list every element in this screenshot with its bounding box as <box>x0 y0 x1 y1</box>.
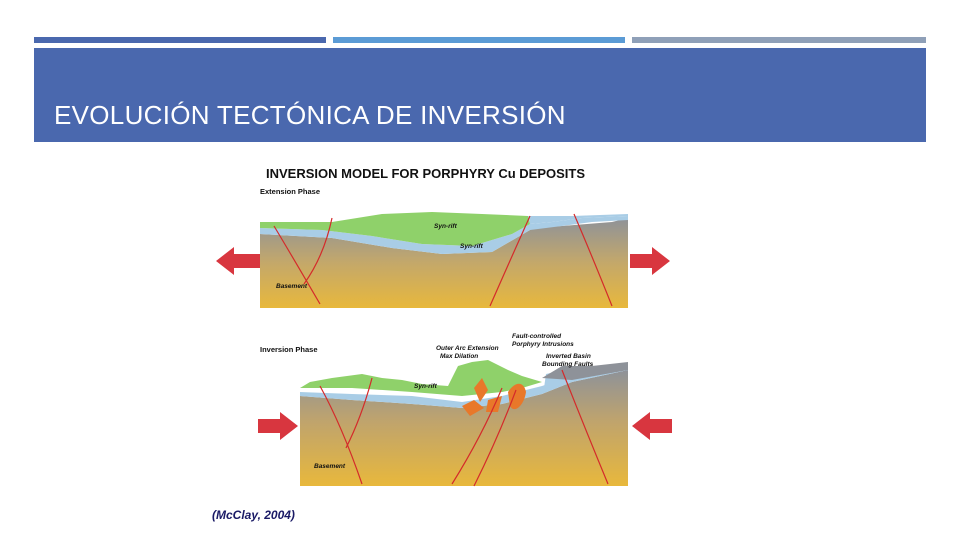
extension-fault-4 <box>573 213 613 307</box>
extension-basement <box>260 218 628 308</box>
inversion-basement-label: Basement <box>314 463 346 470</box>
extension-cross-section <box>260 212 628 308</box>
extension-right-wedge <box>528 214 628 224</box>
slide-title: EVOLUCIÓN TECTÓNICA DE INVERSIÓN <box>54 100 566 130</box>
accent-bar-middle <box>333 37 625 43</box>
extension-arrow-right-icon <box>630 247 670 275</box>
figure-svg: INVERSION MODEL FOR PORPHYRY Cu DEPOSITS… <box>212 156 678 498</box>
citation: (McClay, 2004) <box>212 508 295 522</box>
inversion-arrow-left-icon <box>258 412 298 440</box>
extension-upper-synrift <box>260 212 530 246</box>
inverted-basin-label-line2: Bounding Faults <box>542 361 594 368</box>
figure-title: INVERSION MODEL FOR PORPHYRY Cu DEPOSITS <box>266 166 585 181</box>
inversion-fault-3 <box>451 387 503 485</box>
porphyry-intrusion-3 <box>462 400 484 416</box>
inversion-cross-section <box>300 360 628 487</box>
extension-fault-3 <box>489 215 531 307</box>
extension-phase-label: Extension Phase <box>260 187 320 196</box>
title-band <box>34 48 926 142</box>
porphyry-intrusion-2 <box>508 383 526 410</box>
inversion-blue-layer <box>300 368 628 408</box>
inversion-synrift-label: Syn-rift <box>414 383 438 390</box>
inversion-model-figure: INVERSION MODEL FOR PORPHYRY Cu DEPOSITS… <box>212 156 678 498</box>
inverted-basin-label-line1: Inverted Basin <box>546 353 591 360</box>
extension-fault-1 <box>273 225 321 305</box>
extension-synrift-upper-label: Syn-rift <box>434 223 458 230</box>
inversion-fault-5 <box>561 369 609 485</box>
fault-controlled-label-line2: Porphyry Intrusions <box>512 341 574 348</box>
inversion-arrow-right-icon <box>632 412 672 440</box>
inversion-grey-ridge <box>542 362 628 380</box>
inversion-phase-label: Inversion Phase <box>260 345 318 354</box>
fault-controlled-label-line1: Fault-controlled <box>512 333 562 340</box>
inversion-fault-1 <box>319 385 363 485</box>
accent-bar-right <box>632 37 926 43</box>
extension-lower-synrift <box>260 216 628 254</box>
extension-basement-label: Basement <box>276 283 308 290</box>
inversion-basement <box>300 370 628 486</box>
extension-synrift-lower-label: Syn-rift <box>460 243 484 250</box>
outer-arc-label-line1: Outer Arc Extension <box>436 345 499 352</box>
porphyry-intrusion-1 <box>474 378 488 402</box>
inversion-fault-2 <box>345 377 373 449</box>
porphyry-intrusion-4 <box>486 396 502 412</box>
extension-arrow-left-icon <box>216 247 260 275</box>
extension-fault-2 <box>303 217 333 285</box>
inversion-fault-4 <box>473 389 517 487</box>
outer-arc-label-line2: Max Dilation <box>440 353 478 360</box>
accent-bar-left <box>34 37 326 43</box>
